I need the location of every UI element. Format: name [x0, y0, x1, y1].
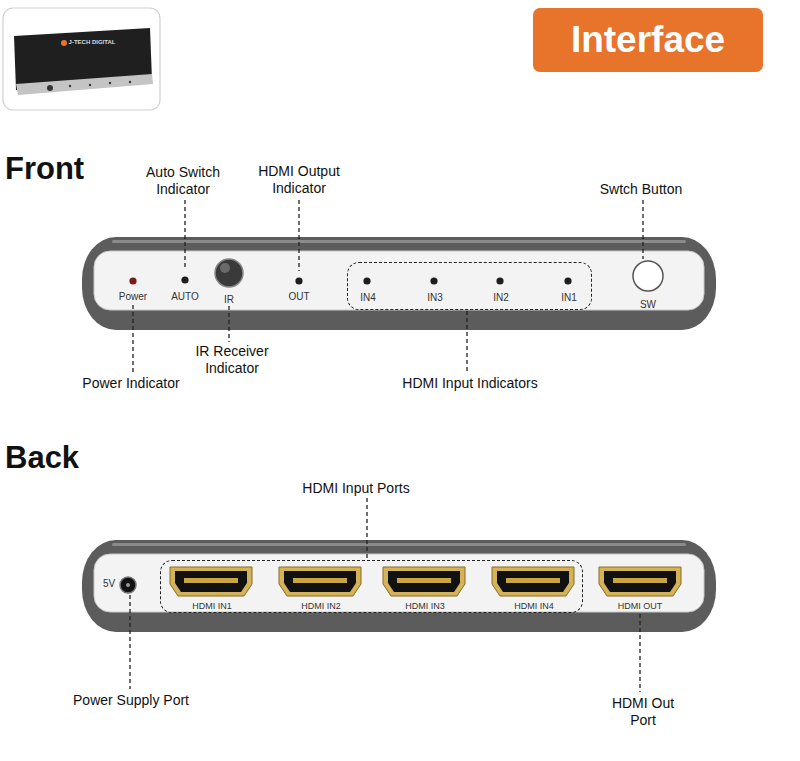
hdmi-port-contacts: [613, 578, 667, 583]
input-port-group: HDMI IN1 HDMI IN2 HDMI IN3 HDMI IN4: [160, 560, 583, 613]
port-label: HDMI IN3: [405, 602, 445, 611]
hdmi-port-shell: [170, 567, 252, 596]
callout-label: Swtch Button: [600, 181, 683, 198]
port-label: HDMI OUT: [618, 602, 663, 611]
ir-receiver: [215, 259, 243, 287]
port-label: HDMI IN1: [192, 602, 232, 611]
led-indicator: [430, 277, 437, 284]
hdmi-port-shell: [599, 567, 681, 596]
thumbnail-front-strip: [16, 74, 153, 95]
leader-line: [639, 614, 640, 692]
panel-shape: [82, 540, 716, 632]
panel-shape: [82, 237, 716, 330]
hdmi-port-opening: [604, 571, 676, 592]
section-heading: Back: [5, 442, 79, 473]
led-indicator: [496, 277, 503, 284]
callout-label: HDMI Input Ports: [302, 480, 409, 497]
hdmi-port-contacts: [506, 578, 560, 583]
input-label: IN2: [493, 293, 509, 303]
hdmi-port-contacts: [184, 578, 238, 583]
hdmi-port: [383, 567, 465, 596]
panel-label: OUT: [288, 292, 309, 302]
thumbnail-led: [109, 82, 111, 84]
hdmi-port-opening: [388, 571, 460, 592]
panel-casing: [82, 237, 716, 330]
callout-label: Auto Switch Indicator: [138, 164, 228, 198]
led-indicator: [181, 276, 188, 283]
hdmi-port-shell: [279, 567, 361, 596]
led-indicator: [129, 277, 136, 284]
input-label: IN3: [427, 293, 443, 303]
panel-highlight: [112, 240, 686, 243]
panel-label: 5V: [103, 579, 115, 589]
led-indicator: [363, 277, 370, 284]
panel-label: AUTO: [171, 292, 199, 302]
callout-label: IR Receiver Indicator: [185, 343, 280, 377]
panel-label: IR: [224, 295, 234, 305]
panel-highlight: [112, 543, 686, 546]
hdmi-port-contacts: [397, 578, 451, 583]
thumbnail-led: [89, 84, 91, 86]
thumbnail-ir: [47, 85, 53, 91]
port-label: HDMI IN2: [301, 602, 341, 611]
power-jack-pin: [126, 583, 130, 587]
leader-line: [228, 306, 229, 342]
title-badge: Interface: [533, 8, 763, 72]
input-label: IN4: [360, 293, 376, 303]
callout-label: Power Supply Port: [73, 692, 189, 709]
front-panel: Power AUTO IR OUT SW IN4 IN3 IN2 IN1: [82, 237, 716, 330]
input-label: IN1: [561, 293, 577, 303]
leader-line: [366, 498, 367, 559]
hdmi-port-opening: [497, 571, 569, 592]
hdmi-port: [279, 567, 361, 596]
callout-label: HDMI Out Port: [607, 695, 679, 729]
panel-label: SW: [640, 300, 656, 310]
panel-face: [94, 554, 704, 612]
callout-label: Power Indicator: [82, 375, 179, 392]
leader-line: [298, 200, 299, 271]
back-panel: 5VHDMI OUTHDMI IN1HDMI IN2HDMI IN3HDMI I…: [82, 540, 716, 632]
hdmi-port-opening: [175, 571, 247, 592]
led-indicator: [564, 277, 571, 284]
callout-label: HDMI Output Indicator: [249, 163, 349, 197]
thumbnail-led: [69, 85, 71, 87]
section-heading: Front: [5, 153, 84, 184]
hdmi-port: [492, 567, 574, 596]
hdmi-port-opening: [284, 571, 356, 592]
leader-line: [129, 595, 130, 689]
hdmi-port: [599, 567, 681, 596]
panel-label: Power: [119, 292, 147, 302]
thumbnail-led: [129, 81, 131, 83]
ir-glint: [220, 263, 230, 273]
port-label: HDMI IN4: [514, 602, 554, 611]
leader-line: [132, 305, 133, 373]
hdmi-port: [170, 567, 252, 596]
hdmi-port-contacts: [293, 578, 347, 583]
leader-line: [642, 200, 643, 259]
panel-casing: [82, 540, 716, 632]
thumbnail-logo: [61, 40, 67, 46]
indicator-group: IN4 IN3 IN2 IN1: [347, 262, 592, 310]
led-indicator: [295, 277, 302, 284]
leader-line: [466, 311, 467, 373]
power-jack: [120, 577, 136, 593]
callout-label: HDMI Input Indicators: [402, 375, 537, 392]
switch-button: [633, 261, 663, 291]
leader-line: [184, 200, 185, 270]
panel-face: [94, 251, 704, 310]
thumbnail-frame: [3, 8, 160, 110]
hdmi-port-shell: [492, 567, 574, 596]
brand-logo: J-TECH DIGITAL: [69, 39, 116, 45]
hdmi-port-shell: [383, 567, 465, 596]
